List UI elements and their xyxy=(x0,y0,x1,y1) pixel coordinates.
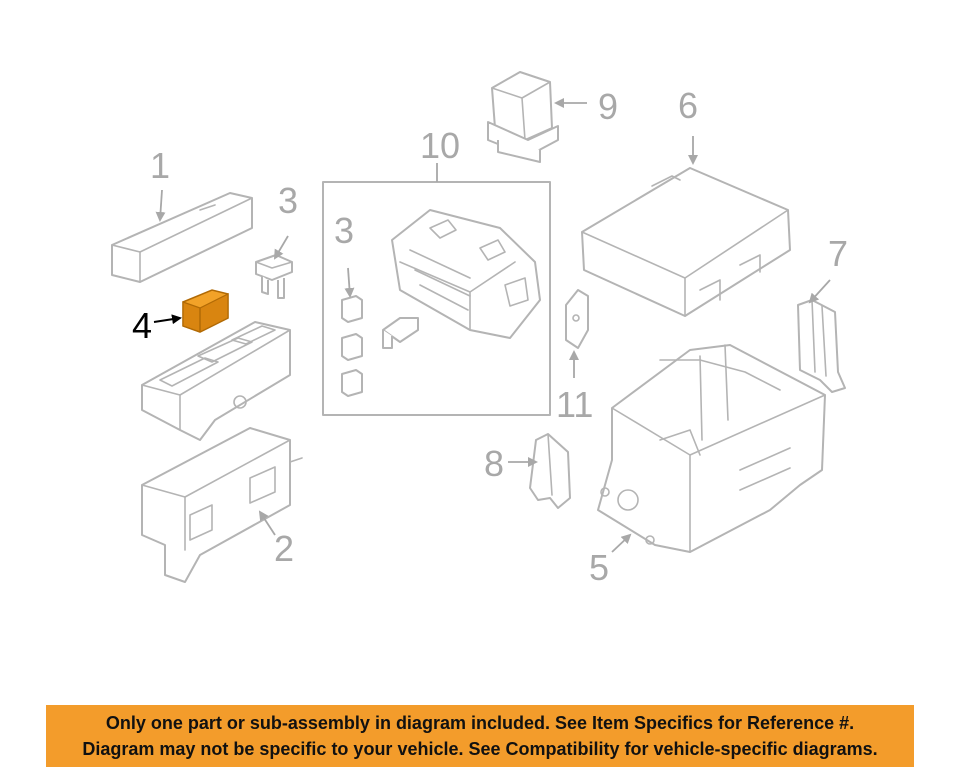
leader-3a xyxy=(273,235,289,260)
part-7-bracket[interactable] xyxy=(797,299,846,393)
notice-banner: Only one part or sub-assembly in diagram… xyxy=(46,705,914,767)
callout-11: 11 xyxy=(556,384,593,425)
callout-4: 4 xyxy=(132,305,152,346)
callout-1: 1 xyxy=(150,145,170,186)
leader-3b xyxy=(344,267,355,298)
part-3-fuse[interactable] xyxy=(255,254,293,299)
notice-line-2: Diagram may not be specific to your vehi… xyxy=(82,739,878,759)
leader-7 xyxy=(808,279,831,304)
leader-2 xyxy=(258,510,276,536)
part-8-bracket[interactable] xyxy=(529,433,571,509)
callout-3-inset: 3 xyxy=(334,210,354,251)
part-6-module[interactable] xyxy=(581,167,791,317)
callout-5: 5 xyxy=(589,547,609,588)
callout-10: 10 xyxy=(420,125,460,166)
leader-4 xyxy=(153,314,182,325)
callout-3-left: 3 xyxy=(278,180,298,221)
notice-line-1: Only one part or sub-assembly in diagram… xyxy=(105,713,855,733)
part-11-bracket[interactable] xyxy=(565,289,589,349)
callout-9: 9 xyxy=(598,86,618,127)
part-4-relay-highlighted[interactable] xyxy=(182,289,229,333)
callout-6: 6 xyxy=(678,85,698,126)
callout-2: 2 xyxy=(274,528,294,569)
part-10-fuse-box[interactable] xyxy=(322,181,551,416)
leader-1 xyxy=(155,189,166,222)
callout-8: 8 xyxy=(484,443,504,484)
part-5-tray[interactable] xyxy=(597,344,826,553)
part-1-cover[interactable] xyxy=(111,192,253,283)
callout-7: 7 xyxy=(828,233,848,274)
leader-5 xyxy=(611,533,632,553)
part-2-relay-block[interactable] xyxy=(141,321,303,583)
part-9-relay[interactable] xyxy=(487,71,559,163)
